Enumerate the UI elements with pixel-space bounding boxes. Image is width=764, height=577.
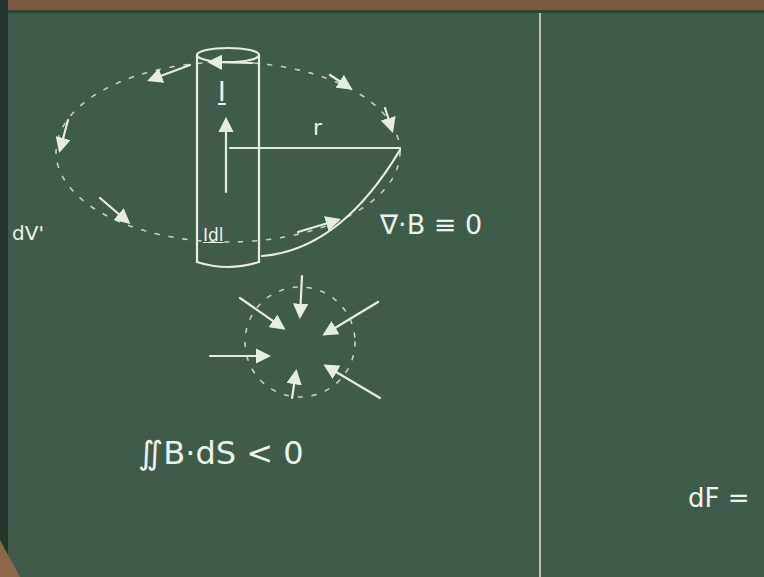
divergence-equation: ∇·B ≡ 0 [380, 210, 482, 240]
volume-element: dV' [12, 222, 44, 244]
current-element-label: Idl [203, 226, 224, 245]
force-element: dF = [688, 484, 750, 513]
flux-inequality: ∬B·dS < 0 [138, 436, 304, 471]
current-label: I [218, 78, 226, 107]
radius-label: r [313, 116, 322, 140]
